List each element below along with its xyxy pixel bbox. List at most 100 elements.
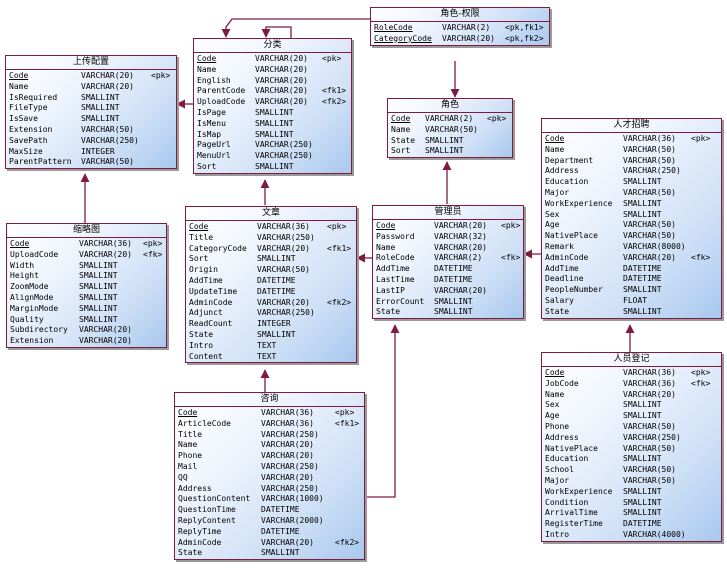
column-type: VARCHAR(2) [442, 23, 491, 32]
column-name: WorkExperience [545, 198, 613, 208]
column-type: VARCHAR(250) [255, 140, 313, 150]
column-name: Education [545, 177, 589, 187]
column-type: SMALLINT [79, 271, 118, 281]
column-name: Sort [391, 146, 411, 156]
column-type: SMALLINT [623, 411, 662, 421]
column-type: SMALLINT [81, 103, 120, 113]
column-name: PageUrl [197, 140, 231, 150]
column-type: VARCHAR(36) [79, 239, 132, 248]
column-type: SMALLINT [79, 314, 118, 324]
column-name: IsSave [9, 114, 38, 124]
column-name: Origin [189, 265, 218, 275]
column-name: MaxSize [9, 146, 43, 156]
column-type: DATETIME [623, 263, 662, 273]
column-name: Extension [10, 336, 54, 346]
column-type: FLOAT [623, 295, 648, 305]
column-name: Name [545, 144, 565, 154]
column-type: VARCHAR(250) [261, 429, 319, 439]
column-type: VARCHAR(20) [623, 252, 676, 262]
column-type: VARCHAR(20) [434, 221, 487, 230]
column-type: VARCHAR(4000) [623, 529, 686, 539]
column-key: <pk> [322, 54, 342, 63]
column-type: VARCHAR(36) [261, 408, 314, 417]
column-type: SMALLINT [623, 497, 662, 507]
column-name: Deadline [545, 274, 584, 284]
column-name: Title [189, 232, 214, 242]
column-name: QuestionTime [178, 505, 236, 515]
column-type: VARCHAR(50) [425, 124, 478, 134]
column-name: Name [178, 440, 198, 450]
column-name: MarginMode [10, 303, 59, 313]
column-type: SMALLINT [79, 260, 118, 270]
column-type: VARCHAR(50) [623, 475, 676, 485]
column-type: SMALLINT [623, 198, 662, 208]
column-type: VARCHAR(250) [261, 483, 319, 493]
column-type: VARCHAR(20) [442, 33, 495, 43]
column-name: Sex [545, 400, 560, 410]
column-name: ErrorCount [376, 296, 425, 306]
column-name: Address [545, 166, 579, 176]
column-name: UpdateTime [189, 286, 238, 296]
column-row: PageUrl VARCHAR(250) [197, 140, 348, 151]
column-key: <pk> [151, 71, 171, 80]
column-name: Code [9, 71, 29, 80]
column-name: Age [545, 220, 560, 230]
column-name: IsMap [197, 129, 222, 139]
column-name: CategoryCode [374, 33, 432, 43]
column-type: VARCHAR(36) [623, 134, 676, 143]
column-name: NativePlace [545, 231, 598, 241]
column-name: Code [391, 114, 411, 123]
column-type: VARCHAR(20) [261, 472, 314, 482]
column-name: AddTime [189, 275, 223, 285]
column-type: VARCHAR(20) [255, 75, 308, 85]
column-type: VARCHAR(250) [261, 461, 319, 471]
column-key: <pk> [143, 239, 163, 248]
column-type: VARCHAR(36) [257, 222, 310, 231]
column-name: Code [189, 222, 209, 231]
column-type: VARCHAR(20) [255, 54, 308, 63]
column-type: VARCHAR(20) [255, 86, 308, 96]
column-name: SavePath [9, 135, 48, 145]
column-name: AddTime [545, 263, 579, 273]
column-name: Height [10, 271, 39, 281]
column-type: DATETIME [623, 519, 662, 529]
column-type: SMALLINT [425, 146, 464, 156]
column-name: ReadCount [189, 319, 233, 329]
link-consult-admin [355, 324, 400, 498]
column-name: Mail [178, 461, 198, 471]
column-name: Department [545, 155, 594, 165]
column-type: VARCHAR(32) [434, 231, 487, 241]
